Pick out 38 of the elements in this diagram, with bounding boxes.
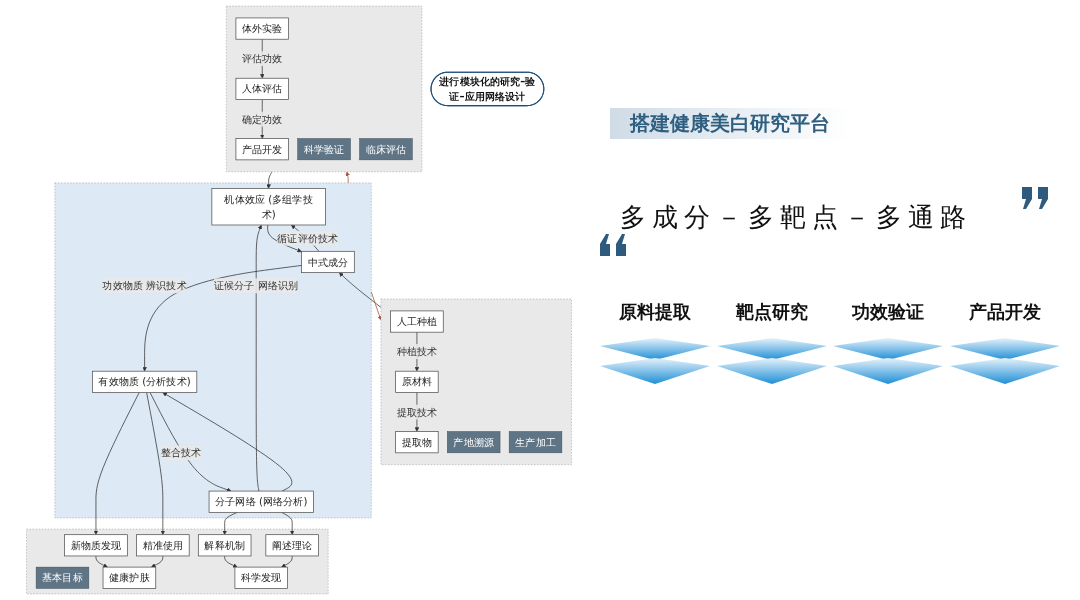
cluster bbox=[226, 5, 423, 173]
edge-label: 循证评价技术 bbox=[277, 232, 339, 245]
node-box: 产品开发 bbox=[235, 138, 289, 161]
node-box: 机体效应 (多组学技术) bbox=[211, 188, 326, 226]
cluster bbox=[26, 528, 329, 595]
step-label: 功效验证 bbox=[852, 300, 925, 324]
step-label: 原料提取 bbox=[619, 300, 691, 324]
node-box: 人体评估 bbox=[235, 77, 289, 100]
node-box: 产地溯源 bbox=[447, 431, 501, 454]
node-box: 精准使用 bbox=[136, 534, 190, 557]
cluster bbox=[380, 298, 572, 465]
node-box: 人工种植 bbox=[390, 310, 444, 333]
edge-label: 提取技术 bbox=[396, 405, 438, 419]
node-box: 原材料 bbox=[395, 370, 439, 393]
node-box: 有效物质 (分析技术) bbox=[92, 370, 198, 393]
node-box: 分子网络 (网络分析) bbox=[208, 490, 314, 513]
node-box: 基本目标 bbox=[35, 566, 90, 589]
step-label: 产品开发 bbox=[968, 300, 1041, 324]
node-box: 科学验证 bbox=[297, 138, 351, 161]
edge-label: 整合技术 bbox=[160, 446, 202, 459]
node-box: 健康护肤 bbox=[102, 566, 157, 589]
node-box: 提取物 bbox=[395, 431, 439, 454]
edge-label: 种植技术 bbox=[396, 345, 438, 358]
node-box: 新物质发现 bbox=[64, 534, 128, 557]
slogan-text: 多成分－多靶点－多通路 bbox=[620, 201, 972, 234]
node-box: 科学发现 bbox=[234, 566, 288, 589]
step-label: 靶点研究 bbox=[735, 300, 808, 324]
edge-label: 功效物质 辨识技术 bbox=[102, 279, 187, 292]
node-box: 体外实验 bbox=[235, 17, 289, 40]
node-box: 中式成分 bbox=[301, 250, 355, 273]
node-box: 阐述理论 bbox=[265, 534, 319, 557]
node-box: 临床评估 bbox=[359, 138, 413, 161]
node-box: 生产加工 bbox=[508, 431, 563, 454]
edge-label: 评估功效 bbox=[241, 52, 283, 65]
edge-label: 确定功效 bbox=[241, 112, 283, 126]
node-box: 解释机制 bbox=[197, 534, 252, 557]
edge-label: 证候分子 网络识别 bbox=[214, 279, 299, 292]
cluster bbox=[54, 182, 372, 519]
